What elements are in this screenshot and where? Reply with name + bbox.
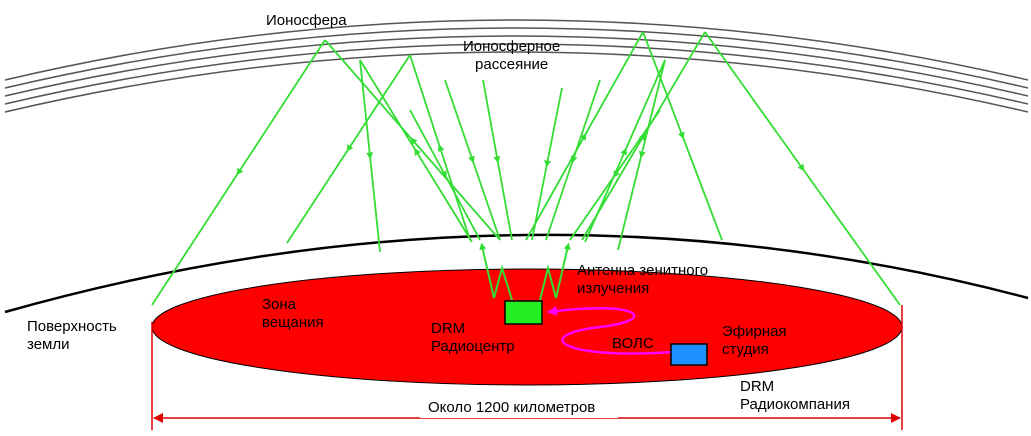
scatter-label-line1: Ионосферное	[463, 38, 560, 56]
scatter-label-line2: рассеяние	[463, 56, 560, 74]
zone-label-line2: вещания	[262, 314, 324, 332]
drm-center-label-line2: Радиоцентр	[431, 338, 515, 356]
studio-box	[671, 344, 707, 365]
ray-segment	[643, 32, 722, 240]
ionosphere-label: Ионосфера	[266, 12, 347, 30]
studio-label-line1: Эфирная	[722, 323, 787, 341]
ray-segment	[483, 80, 512, 240]
surface-label-line1: Поверхность	[27, 318, 117, 336]
ray-segment	[445, 80, 500, 240]
ray-segment	[532, 88, 562, 240]
zone-label-line1: Зона	[262, 296, 324, 314]
studio-label: Эфирная студия	[722, 323, 787, 359]
ray-segment	[410, 110, 480, 240]
ray-segment	[287, 55, 410, 243]
ray-segment	[618, 60, 665, 250]
drm-center-label-line1: DRM	[431, 320, 515, 338]
antenna-label-line2: излучения	[577, 280, 708, 298]
company-label: DRM Радиокомпания	[740, 378, 850, 414]
distance-label: Около 1200 километров	[428, 399, 595, 417]
fiber-label: ВОЛС	[612, 335, 654, 353]
company-label-line1: DRM	[740, 378, 850, 396]
ray-segment	[152, 40, 325, 305]
surface-label-line2: земли	[27, 336, 117, 354]
company-label-line2: Радиокомпания	[740, 396, 850, 414]
ray-segment	[546, 80, 600, 240]
zone-label: Зона вещания	[262, 296, 324, 332]
antenna-label: Антенна зенитного излучения	[577, 262, 708, 298]
scatter-label: Ионосферное рассеяние	[463, 38, 560, 74]
surface-label: Поверхность земли	[27, 318, 117, 354]
antenna-label-line1: Антенна зенитного	[577, 262, 708, 280]
studio-label-line2: студия	[722, 341, 787, 359]
drm-center-label: DRM Радиоцентр	[431, 320, 515, 356]
